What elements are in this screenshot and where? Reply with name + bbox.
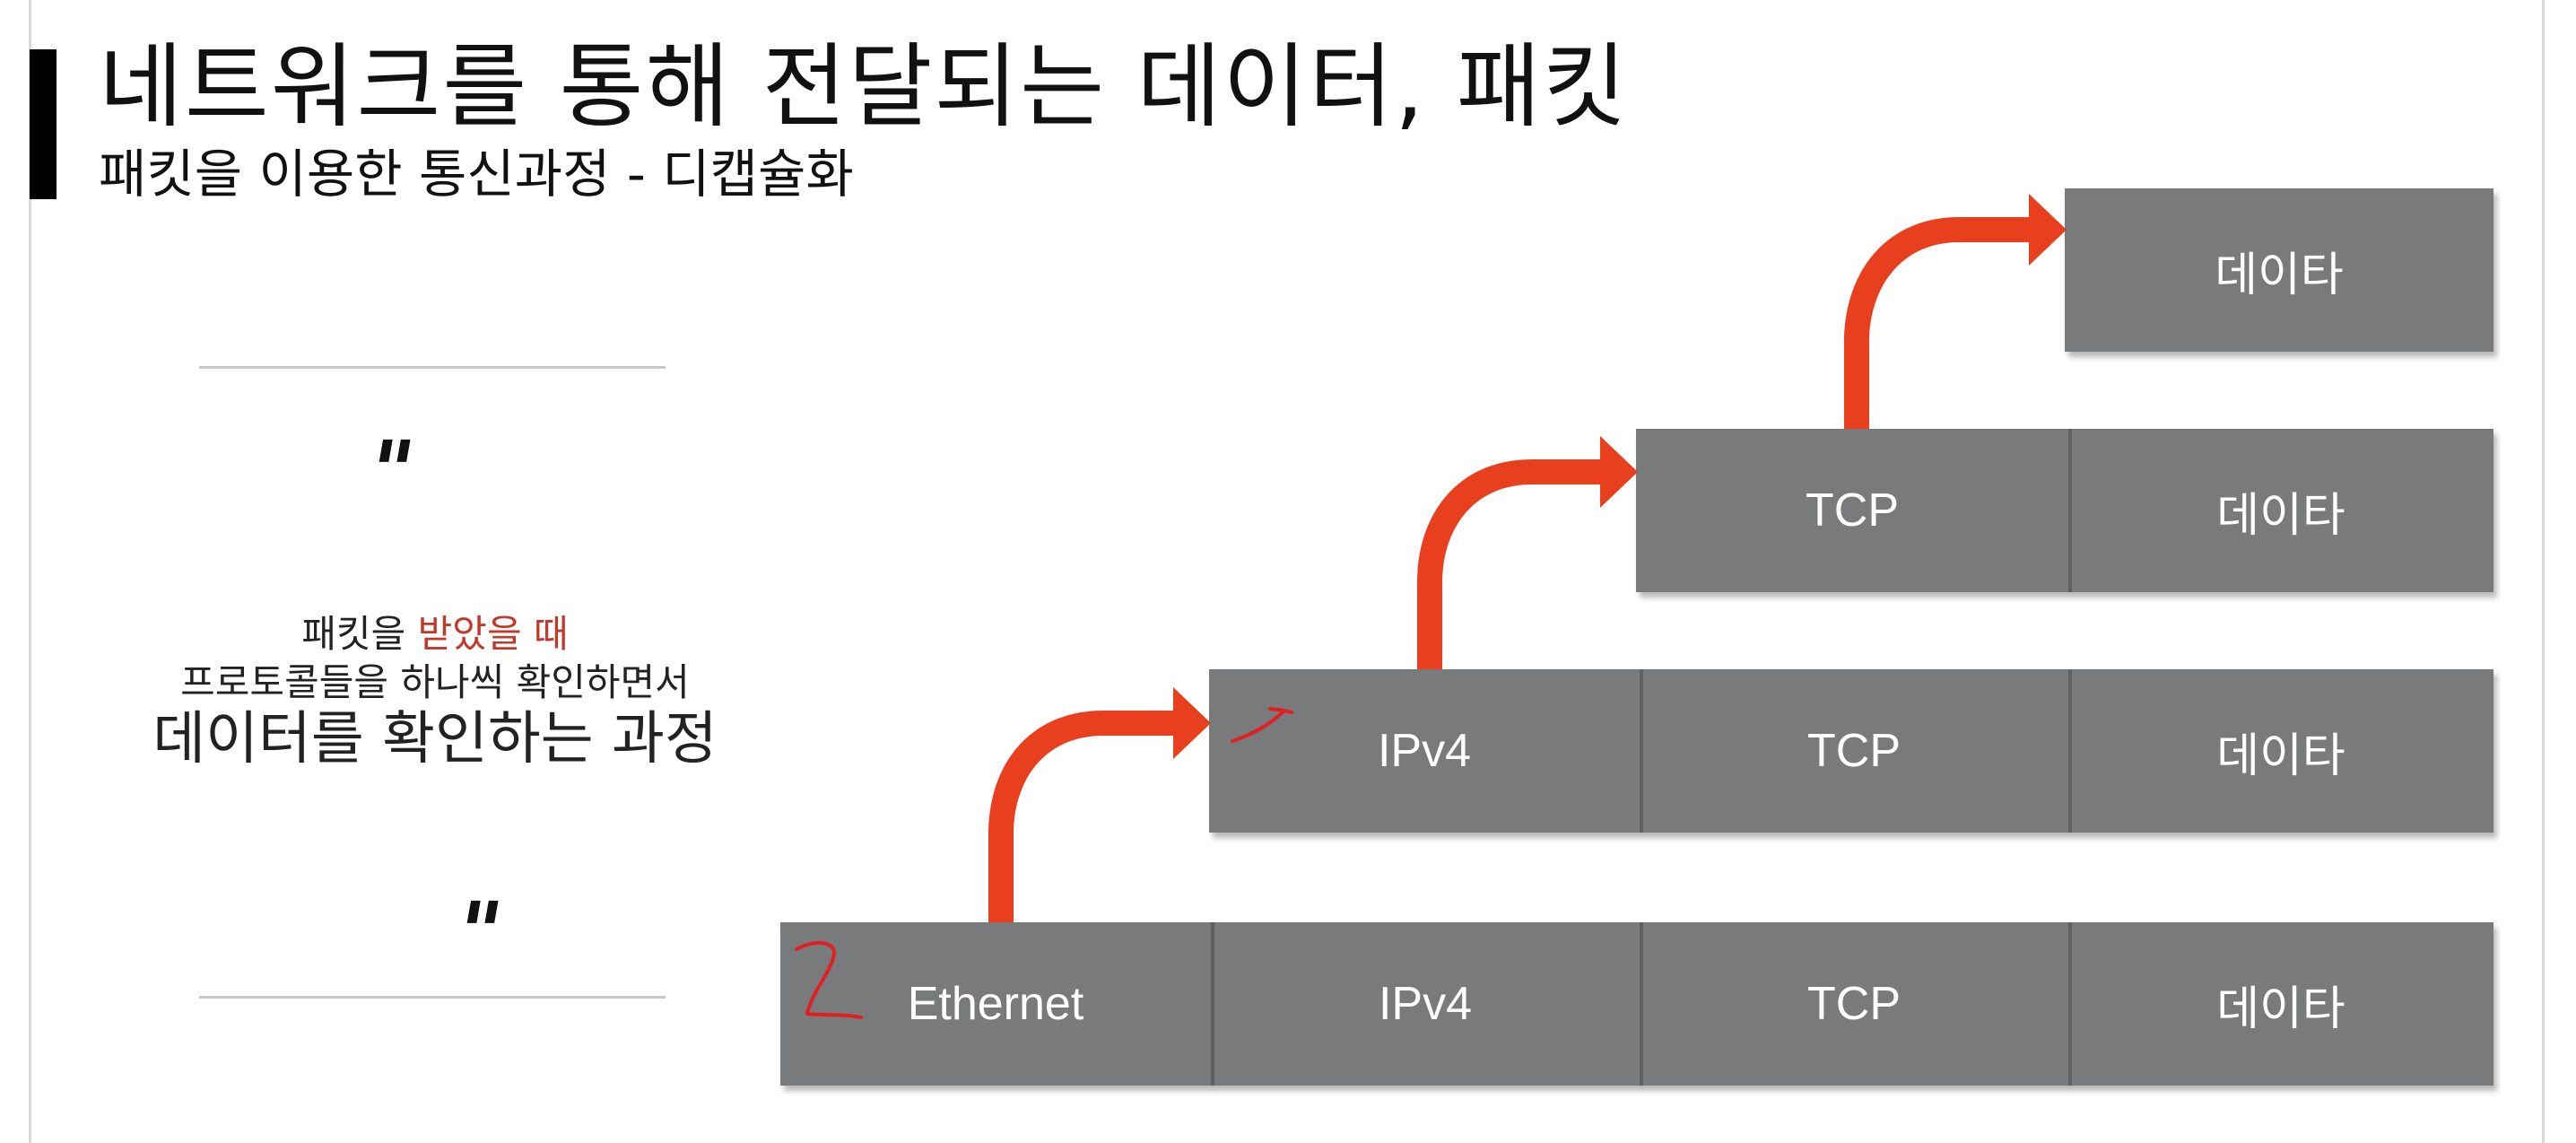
cell-divider [1211, 922, 1214, 1086]
quote-line-1-highlight: 받았을 때 [417, 612, 569, 656]
packet-cell-tcp: TCP [1806, 484, 1899, 537]
title-accent-bar [30, 49, 57, 199]
packet-row-tcp [1636, 429, 2493, 592]
step-arrow-3 [1844, 194, 2067, 429]
packet-cell-data: 데이타 [2216, 982, 2345, 1035]
quote-line-1: 패킷을 받았을 때 [90, 610, 780, 659]
slide-frame-left [29, 0, 31, 1143]
packet-cell-ipv4: IPv4 [1378, 978, 1473, 1030]
slide-subtitle: 패킷을 이용한 통신과정 - 디캡슐화 [99, 144, 854, 205]
packet-row-ipv4 [1209, 669, 2493, 833]
quote-line-2: 프로토콜들을 하나씩 확인하면서 [180, 660, 690, 704]
packet-row-ethernet [780, 922, 2493, 1086]
quote-top-rule [199, 366, 666, 369]
quote-line-1-prefix: 패킷을 [301, 612, 418, 656]
slide-frame-right [2542, 0, 2545, 1143]
packet-cell-tcp: TCP [1807, 725, 1901, 777]
cell-divider [1640, 669, 1643, 833]
quote-line-3: 데이터를 확인하는 과정 [152, 706, 718, 772]
cell-divider [1640, 922, 1643, 1086]
handwritten-mark-2 [795, 940, 863, 1019]
packet-cell-tcp: TCP [1807, 978, 1901, 1030]
packet-cell-data: 데이타 [2215, 249, 2344, 301]
cell-divider [2068, 922, 2072, 1086]
quote-bottom-rule [199, 996, 666, 999]
step-arrow-1 [988, 687, 1211, 922]
handwritten-mark-stroke [1231, 707, 1293, 743]
packet-cell-data: 데이타 [2216, 729, 2345, 782]
slide-title: 네트워크를 통해 전달되는 데이터, 패킷 [99, 34, 1629, 141]
packet-cell-data: 데이타 [2216, 489, 2345, 542]
cell-divider [2068, 669, 2072, 833]
packet-cell-ethernet: Ethernet [907, 978, 1084, 1030]
cell-divider [2068, 429, 2072, 592]
packet-row-data [2065, 188, 2493, 352]
step-arrow-2 [1417, 436, 1638, 669]
packet-cell-ipv4: IPv4 [1377, 725, 1472, 777]
